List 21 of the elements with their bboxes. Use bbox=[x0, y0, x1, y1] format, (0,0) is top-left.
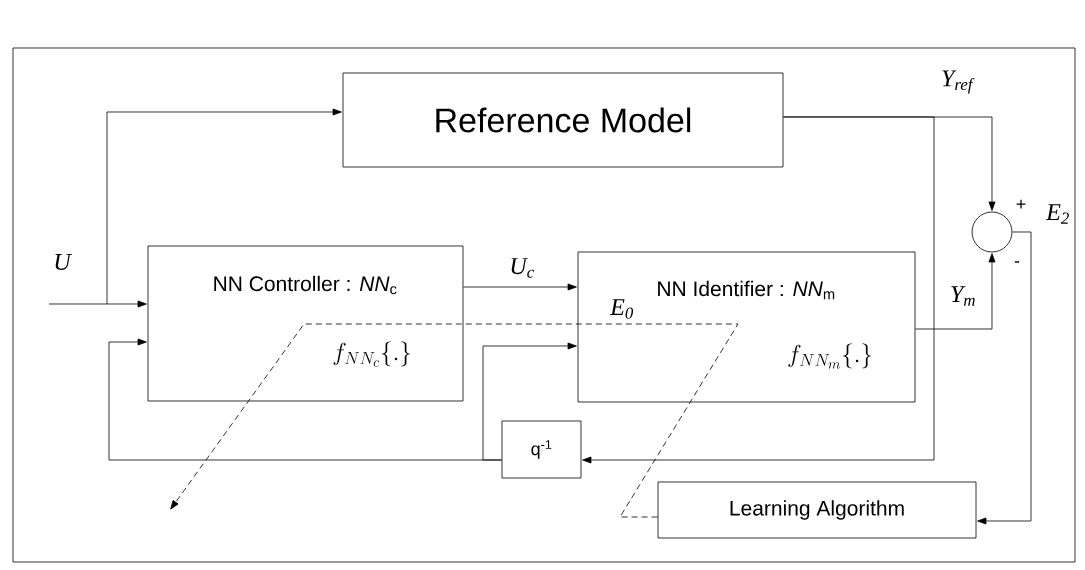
arrow bbox=[463, 283, 577, 291]
controller-box: NN Controller : NN$_{c}$ $f_{NN_c}\{.\}$ bbox=[147, 245, 464, 402]
summing-junction bbox=[971, 211, 1013, 253]
process-box: Learning Algorithm bbox=[657, 481, 977, 539]
edge-label: Y$_{ref}$ bbox=[942, 70, 975, 94]
process-box: Reference Model bbox=[342, 72, 784, 168]
edge-label: E$_{0}$ bbox=[609, 299, 634, 319]
delay-box: q$^{-1}$ bbox=[501, 420, 582, 479]
dashed-arrow bbox=[170, 323, 739, 518]
sign-label: + bbox=[1016, 199, 1026, 209]
edge-label: U bbox=[55, 254, 72, 270]
arrow bbox=[482, 342, 577, 461]
sign-label: - bbox=[1014, 261, 1020, 263]
arrow bbox=[915, 253, 996, 330]
arrow bbox=[977, 231, 1032, 525]
edge-label: E$_{2}$ bbox=[1045, 204, 1069, 224]
arrow bbox=[48, 300, 147, 308]
edge-label: Y$_{m}$ bbox=[951, 286, 975, 306]
edge-label: U$_{c}$ bbox=[511, 258, 534, 278]
arrow bbox=[106, 108, 342, 305]
arrow bbox=[582, 116, 935, 464]
